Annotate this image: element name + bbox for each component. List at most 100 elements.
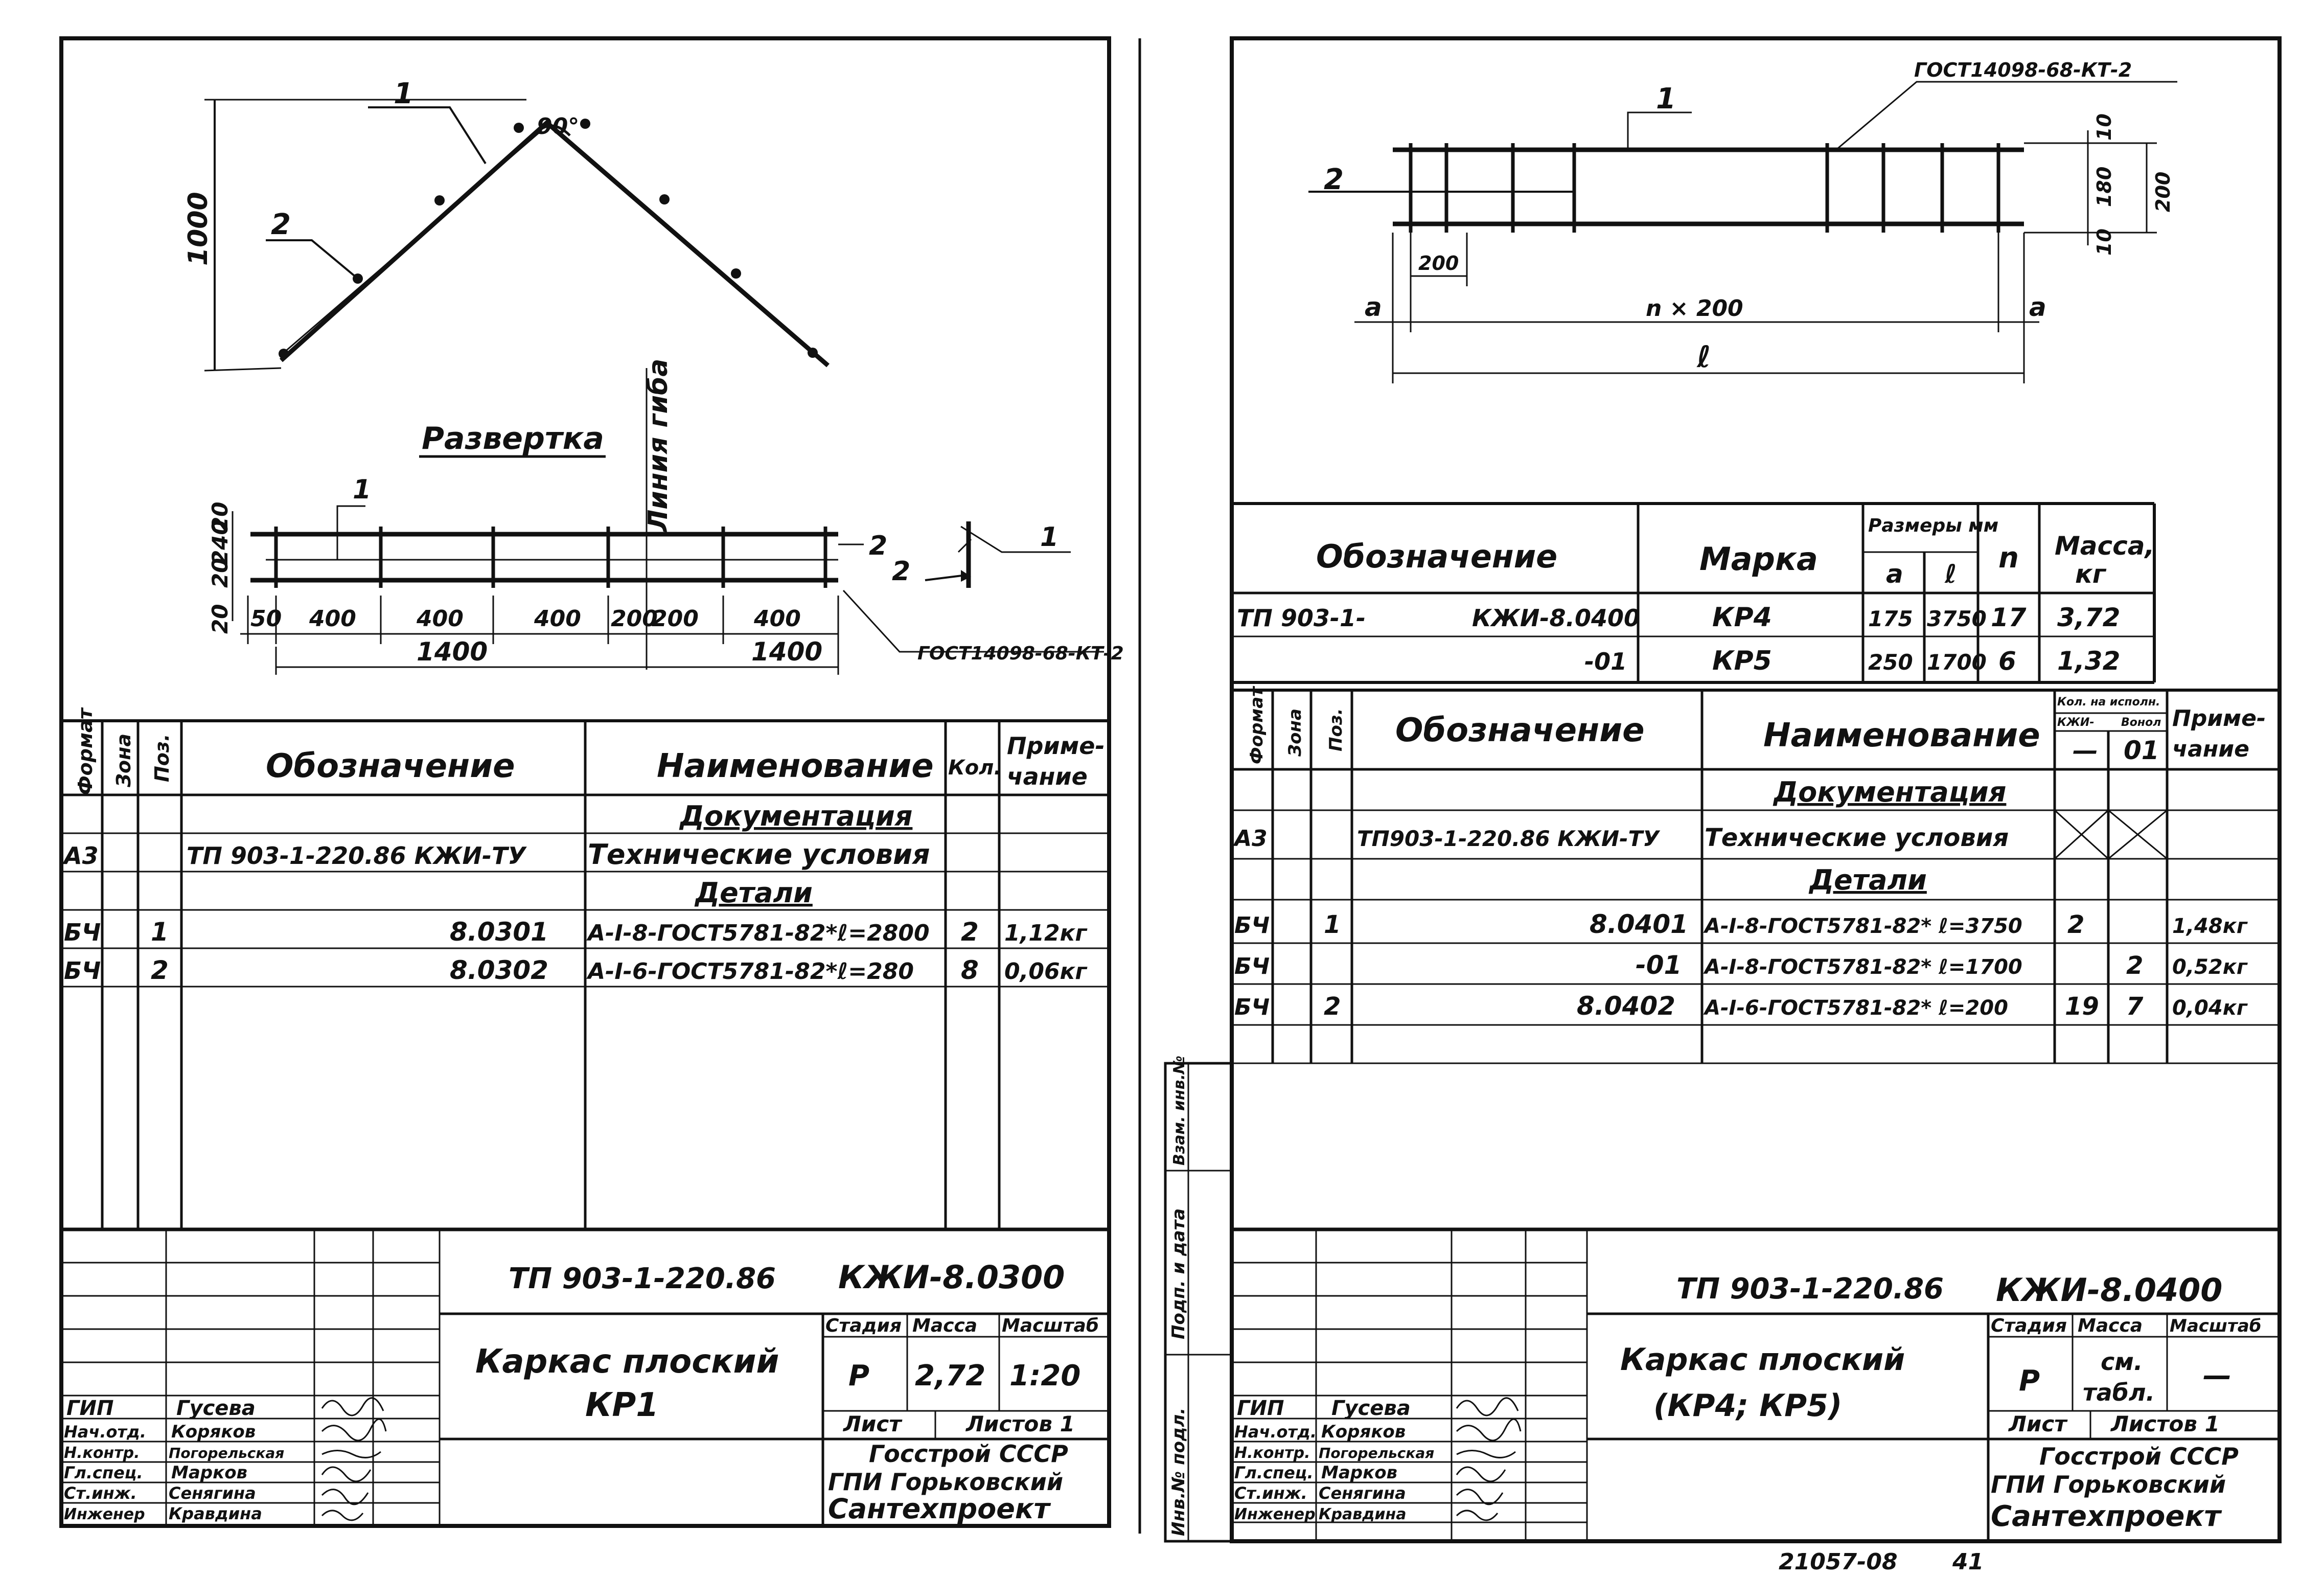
- rh-qty-kzhi: КЖИ-: [2057, 716, 2094, 729]
- weld-callout-2: 2: [892, 556, 910, 587]
- r-row5-oboz: 8.0402: [1577, 991, 1675, 1021]
- rh-qty-vonol: Вонол: [2121, 716, 2161, 729]
- height-dim: 1000: [183, 192, 214, 266]
- r-tb-name-3: Марков: [1321, 1463, 1397, 1483]
- left-dim-240: 240: [208, 520, 233, 565]
- angle-label: 90°: [537, 113, 579, 140]
- l-tb-org2: ГПИ Горьковский: [828, 1468, 1063, 1496]
- rh-format: Формат: [1247, 686, 1267, 764]
- rm-h-oboz: Обозначение: [1316, 538, 1557, 575]
- r-row5-q2: 7: [2126, 992, 2144, 1021]
- l-tb-name-2: Погорельская: [169, 1445, 284, 1461]
- l-row3-pos: 1: [151, 917, 169, 947]
- l-row1-oboz: ТП 903-1-220.86 КЖИ-ТУ: [187, 842, 527, 870]
- l-row4-oboz: 8.0302: [450, 955, 548, 985]
- r-tb-role-4: Ст.инж.: [1234, 1483, 1307, 1503]
- l-signatures: [321, 1397, 387, 1521]
- callout-1: 1: [394, 77, 413, 110]
- rm-h-mark: Марка: [1699, 540, 1818, 578]
- l-tb-scale: 1:20: [1009, 1359, 1080, 1392]
- rm-h-l: ℓ: [1944, 559, 1957, 589]
- rm-h-sizes: Размеры мм: [1868, 515, 1998, 536]
- r-dim-200: 200: [2152, 172, 2174, 212]
- r-tb-mass1: см.: [2101, 1348, 2143, 1376]
- r-callout-2: 2: [1324, 163, 1344, 196]
- r-tb-role-1: Нач.отд.: [1234, 1422, 1317, 1442]
- rm-r0-a: 175: [1868, 606, 1913, 631]
- l-tb-stage-h: Стадия: [825, 1315, 902, 1336]
- r-row4-note: 0,52кг: [2172, 955, 2248, 979]
- l-row4-pos: 2: [151, 955, 169, 985]
- spacing-dim-1: 400: [309, 606, 356, 632]
- l-row3-oboz: 8.0301: [450, 917, 548, 947]
- rm-r1-n: 6: [1998, 646, 2016, 676]
- r-row4-q2: 2: [2126, 951, 2143, 980]
- r-row4-oboz: -01: [1636, 950, 1682, 980]
- rh-oboz: Обозначение: [1395, 712, 1644, 749]
- r-row5-q1: 19: [2065, 992, 2099, 1021]
- r-tb-role-2: Н.контр.: [1234, 1444, 1310, 1462]
- rh-pos: Поз.: [1326, 709, 1346, 752]
- l-tb-name-3: Марков: [171, 1463, 247, 1483]
- lh-note-1: Приме-: [1007, 732, 1105, 760]
- l-tb-mass-h: Масса: [912, 1315, 977, 1336]
- unf-callout-1: 1: [353, 474, 371, 505]
- rm-r1-a: 250: [1868, 650, 1913, 675]
- r-tb-org1: Госстрой СССР: [2039, 1443, 2239, 1470]
- left-dim-20b: 20: [208, 558, 233, 588]
- r-row4-name: А-I-8-ГОСТ5781-82* ℓ=1700: [1703, 955, 2022, 979]
- spacing-dim-3: 400: [534, 606, 581, 632]
- bottom-dim-20: 20: [208, 604, 233, 634]
- r-signatures: [1456, 1397, 1522, 1521]
- r-row3-pos: 1: [1324, 910, 1341, 939]
- right-frame-view: 1 2 ГОСТ14098-68-КТ-2 10 180 10 200 200 …: [1308, 59, 2177, 383]
- page-number: 41: [1952, 1549, 1984, 1575]
- l-row4-note: 0,06кг: [1004, 958, 1088, 985]
- rm-r0-n: 17: [1991, 603, 2027, 632]
- lh-oboz: Обозначение: [266, 747, 515, 785]
- r-tb-doc: КЖИ-8.0400: [1996, 1271, 2222, 1309]
- lh-format: Формат: [74, 707, 97, 795]
- spacing-dim-2: 400: [416, 606, 464, 632]
- callout-2: 2: [271, 208, 291, 241]
- gost-weld-left: ГОСТ14098-68-КТ-2: [917, 643, 1124, 664]
- rm-r1-l: 1700: [1927, 650, 1987, 675]
- r-tb-org2: ГПИ Горьковский: [1991, 1471, 2226, 1498]
- r-row3-name: А-I-8-ГОСТ5781-82* ℓ=3750: [1703, 915, 2022, 938]
- rh-qty: Кол. на исполн.: [2057, 696, 2160, 709]
- l-row4-name: А-I-6-ГОСТ5781-82*ℓ=280: [586, 958, 914, 985]
- r-dim-n200: n × 200: [1646, 295, 1743, 322]
- l-row3-note: 1,12кг: [1004, 920, 1088, 946]
- r-gost-weld: ГОСТ14098-68-КТ-2: [1914, 59, 2132, 81]
- r-row3-q1: 2: [2067, 910, 2084, 939]
- l-row3-name: А-I-8-ГОСТ5781-82*ℓ=2800: [586, 920, 930, 946]
- left-unfolded-view: Развертка Линия гиба 20 240 20 20: [208, 359, 1124, 675]
- r-dim-200-spacing: 200: [1418, 252, 1459, 275]
- l-tb-sheets-h: Листов 1: [965, 1411, 1075, 1436]
- r-dim-a2: а: [2029, 292, 2046, 322]
- l-tb-role-2: Н.контр.: [64, 1444, 140, 1462]
- r-row4-format: БЧ: [1234, 953, 1270, 979]
- r-tb-role-0: ГИП: [1237, 1397, 1284, 1420]
- r-tb-title2: (КР4; КР5): [1653, 1388, 1842, 1424]
- r-callout-1: 1: [1656, 82, 1676, 116]
- footer-code: 21057-08: [1779, 1549, 1898, 1575]
- l-row3-qty: 2: [961, 917, 979, 947]
- l-row4-qty: 8: [961, 955, 979, 985]
- r-row5-name: А-I-6-ГОСТ5781-82* ℓ=200: [1703, 996, 2008, 1020]
- r-tb-name-2: Погорельская: [1319, 1445, 1434, 1461]
- l-row1-name: Технические условия: [588, 838, 930, 871]
- unf-callout-2: 2: [869, 531, 887, 561]
- rm-h-n: n: [1998, 541, 2019, 575]
- r-dim-10a: 10: [2093, 113, 2115, 141]
- l-row4-format: БЧ: [64, 957, 101, 985]
- l-tb-org3: Сантехпроект: [828, 1493, 1051, 1525]
- r-tb-mass-h: Масса: [2078, 1315, 2143, 1336]
- l-tb-name-5: Кравдина: [169, 1504, 262, 1523]
- r-dim-180: 180: [2093, 167, 2115, 207]
- lh-name: Наименование: [657, 747, 934, 785]
- l-tb-role-3: Гл.спец.: [64, 1463, 143, 1482]
- rm-r0-mark: КР4: [1712, 602, 1772, 633]
- l-row3-format: БЧ: [64, 919, 101, 946]
